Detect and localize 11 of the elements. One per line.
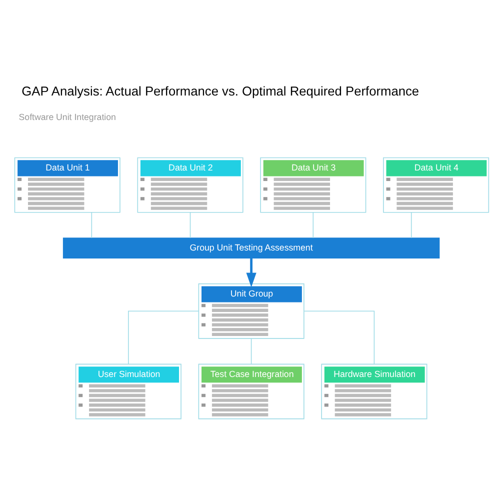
node-box: Group Unit Testing Assessment [62,237,440,258]
connector [303,310,374,364]
connector [90,212,92,238]
connector [250,338,252,364]
connector [189,212,190,238]
label: Software Unit Integration [18,111,116,122]
connector [312,212,314,238]
connector [128,310,198,364]
arrow [246,258,256,287]
connector [410,212,412,238]
diagram-title: GAP Analysis: Actual Performance vs. Optimal Required Performance [21,83,419,98]
